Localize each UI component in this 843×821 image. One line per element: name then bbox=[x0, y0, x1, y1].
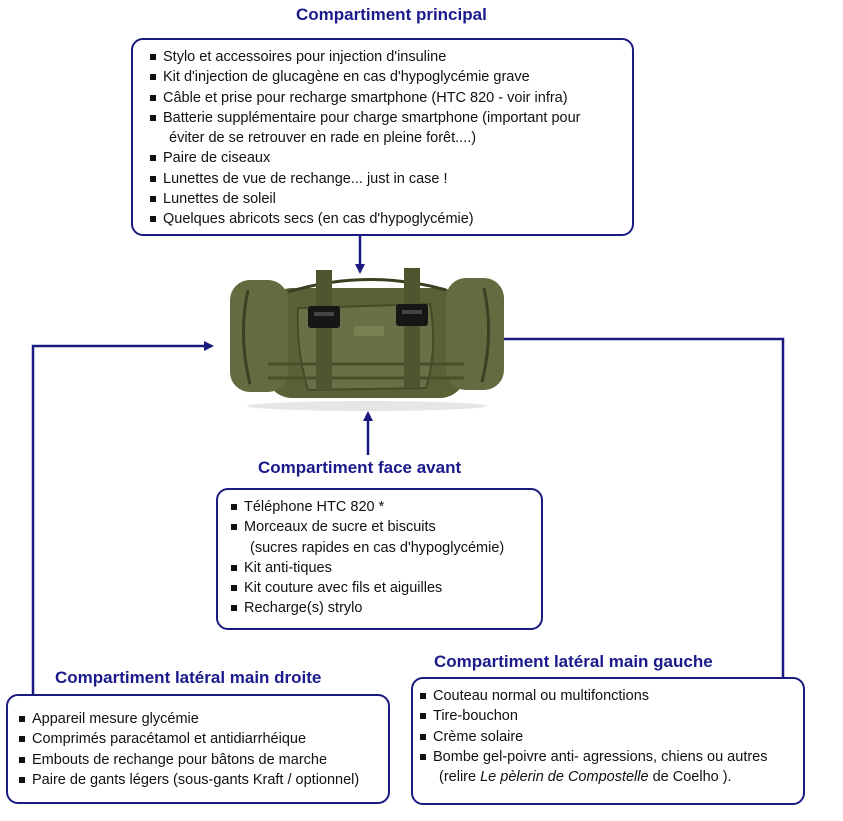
list-item: Lunettes de soleil bbox=[149, 189, 624, 209]
list-item: Batterie supplémentaire pour charge smar… bbox=[149, 108, 624, 149]
principal-list: Stylo et accessoires pour injection d'in… bbox=[149, 47, 624, 230]
list-item: Embouts de rechange pour bâtons de march… bbox=[18, 750, 382, 770]
citation-prefix: (relire bbox=[439, 769, 480, 785]
list-item: Crème solaire bbox=[419, 727, 797, 747]
gauche-box: Couteau normal ou multifonctions Tire-bo… bbox=[411, 677, 805, 805]
list-item: Kit anti-tiques bbox=[230, 558, 533, 578]
list-item: Couteau normal ou multifonctions bbox=[419, 686, 797, 706]
list-item: Lunettes de vue de rechange... just in c… bbox=[149, 169, 624, 189]
list-item-continuation: (sucres rapides en cas d'hypoglycémie) bbox=[244, 538, 533, 558]
list-item: Kit couture avec fils et aiguilles bbox=[230, 578, 533, 598]
list-item-continuation: (relire Le pèlerin de Compostelle de Coe… bbox=[433, 767, 797, 787]
list-item: Stylo et accessoires pour injection d'in… bbox=[149, 47, 624, 67]
list-item: Recharge(s) strylo bbox=[230, 598, 533, 618]
citation-suffix: de Coelho ). bbox=[649, 769, 732, 785]
book-title: Le pèlerin de Compostelle bbox=[480, 769, 648, 785]
list-item: Paire de gants légers (sous-gants Kraft … bbox=[18, 770, 382, 790]
list-item: Comprimés paracétamol et antidiarrhéique bbox=[18, 729, 382, 749]
list-item: Appareil mesure glycémie bbox=[18, 709, 382, 729]
avant-title: Compartiment face avant bbox=[258, 458, 461, 478]
arrow-droite-to-bag bbox=[33, 346, 212, 694]
list-item-continuation: éviter de se retrouver en rade en pleine… bbox=[163, 128, 624, 148]
gauche-list: Couteau normal ou multifonctions Tire-bo… bbox=[419, 686, 797, 787]
bag-image bbox=[228, 260, 506, 412]
list-item: Morceaux de sucre et biscuits (sucres rap… bbox=[230, 517, 533, 558]
list-item: Paire de ciseaux bbox=[149, 148, 624, 168]
gauche-title: Compartiment latéral main gauche bbox=[434, 652, 713, 672]
list-item-text: Morceaux de sucre et biscuits bbox=[244, 519, 436, 535]
list-item: Bombe gel-poivre anti- agressions, chien… bbox=[419, 747, 797, 788]
droite-list: Appareil mesure glycémie Comprimés parac… bbox=[18, 709, 382, 790]
avant-box: Téléphone HTC 820 * Morceaux de sucre et… bbox=[216, 488, 543, 630]
list-item: Câble et prise pour recharge smartphone … bbox=[149, 88, 624, 108]
list-item: Tire-bouchon bbox=[419, 706, 797, 726]
principal-title: Compartiment principal bbox=[296, 5, 487, 25]
list-item: Téléphone HTC 820 * bbox=[230, 497, 533, 517]
principal-box: Stylo et accessoires pour injection d'in… bbox=[131, 38, 634, 236]
droite-box: Appareil mesure glycémie Comprimés parac… bbox=[6, 694, 390, 804]
avant-list: Téléphone HTC 820 * Morceaux de sucre et… bbox=[230, 497, 533, 619]
list-item: Quelques abricots secs (en cas d'hypogly… bbox=[149, 209, 624, 229]
list-item: Kit d'injection de glucagène en cas d'hy… bbox=[149, 67, 624, 87]
list-item-text: Batterie supplémentaire pour charge smar… bbox=[163, 110, 581, 126]
list-item-text: Bombe gel-poivre anti- agressions, chien… bbox=[433, 749, 767, 765]
droite-title: Compartiment latéral main droite bbox=[55, 668, 321, 688]
